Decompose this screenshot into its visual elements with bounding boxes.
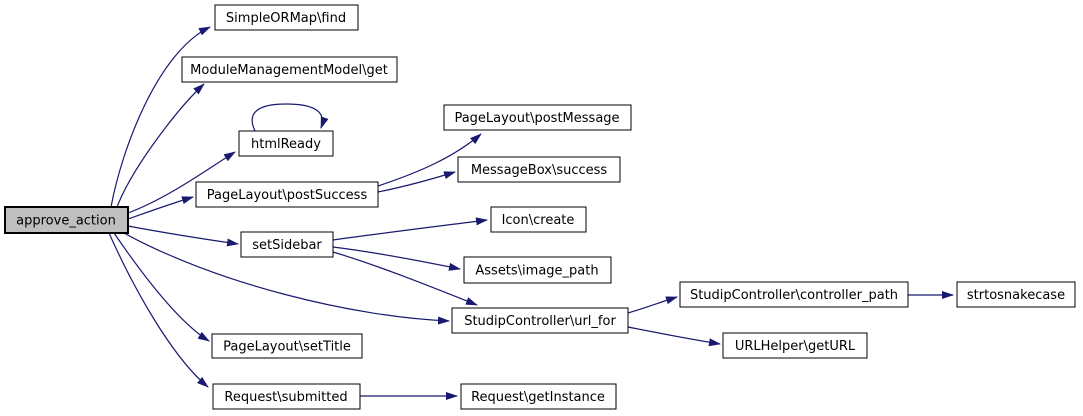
node-label: htmlReady: [251, 137, 321, 152]
node-box: [460, 383, 617, 410]
node-studipcontroller-controller-path[interactable]: StudipController\controller_path: [679, 281, 909, 308]
node-box: [457, 156, 621, 183]
node-label: PageLayout\postMessage: [454, 111, 619, 126]
edge-approve_action-to-Request-submitted: [108, 232, 209, 388]
edge-PageLayout-postSuccess-to-PageLayout-postMessage: [377, 133, 482, 187]
node-label: Assets\image_path: [475, 264, 598, 279]
node-label: MessageBox\success: [471, 163, 608, 178]
node-htmlready[interactable]: htmlReady: [238, 130, 334, 157]
node-label: Icon\create: [502, 213, 575, 228]
node-box: [181, 56, 398, 83]
node-label: Request\submitted: [224, 390, 347, 405]
edge-setSidebar-to-StudipController-url_for: [332, 251, 478, 306]
node-box: [451, 307, 629, 334]
edge-StudipController-url_for-to-StudipController-controller_path: [627, 296, 678, 314]
node-label: PageLayout\postSuccess: [207, 188, 368, 203]
node-box: [956, 281, 1076, 308]
edge-approve_action-to-setSidebar: [127, 225, 239, 247]
node-label: strtosnakecase: [967, 288, 1065, 303]
node-strtosnakecase[interactable]: strtosnakecase: [956, 281, 1076, 308]
node-pagelayout-postmessage[interactable]: PageLayout\postMessage: [443, 104, 632, 131]
node-box: [214, 4, 359, 31]
node-label: StudipController\controller_path: [690, 288, 898, 303]
edge-approve_action-to-StudipController-url_for: [123, 232, 450, 325]
node-box: [212, 383, 361, 410]
node-box: [679, 281, 909, 308]
node-label: ModuleManagementModel\get: [190, 63, 388, 78]
node-request-getinstance[interactable]: Request\getInstance: [460, 383, 617, 410]
edge-approve_action-to-SimpleORMap-find: [110, 26, 211, 208]
node-studipcontroller-url-for[interactable]: StudipController\url_for: [451, 307, 629, 334]
edges-layer: [108, 26, 954, 400]
node-pagelayout-postsuccess[interactable]: PageLayout\postSuccess: [195, 181, 379, 208]
edge-approve_action-to-PageLayout-postSuccess: [127, 196, 194, 220]
node-messagebox-success[interactable]: MessageBox\success: [457, 156, 621, 183]
node-box: [4, 206, 129, 234]
edge-StudipController-url_for-to-URLHelper-getURL: [627, 326, 721, 347]
node-label: PageLayout\setTitle: [223, 340, 351, 355]
node-icon-create[interactable]: Icon\create: [490, 206, 587, 233]
node-label: URLHelper\getURL: [735, 339, 856, 354]
node-box: [211, 333, 363, 359]
node-request-submitted[interactable]: Request\submitted: [212, 383, 361, 410]
node-urlhelper-geturl[interactable]: URLHelper\getURL: [722, 332, 868, 359]
node-label: SimpleORMap\find: [226, 11, 346, 26]
node-box: [195, 181, 379, 208]
edge-PageLayout-postSuccess-to-MessageBox-success: [377, 171, 456, 193]
node-label: StudipController\url_for: [464, 314, 616, 329]
node-label: setSidebar: [252, 238, 322, 253]
node-box: [722, 332, 868, 359]
node-approve-action[interactable]: approve_action: [4, 206, 129, 234]
node-assets-image-path[interactable]: Assets\image_path: [463, 256, 612, 284]
edge-approve_action-to-PageLayout-setTitle: [113, 232, 210, 342]
node-setsidebar[interactable]: setSidebar: [240, 231, 334, 258]
node-box: [463, 256, 612, 284]
node-label: approve_action: [16, 214, 116, 229]
node-pagelayout-settitle[interactable]: PageLayout\setTitle: [211, 333, 363, 359]
node-box: [443, 104, 632, 131]
node-modulemanagementmodel-get[interactable]: ModuleManagementModel\get: [181, 56, 398, 83]
node-box: [490, 206, 587, 233]
edge-setSidebar-to-Assets-image_path: [332, 246, 461, 271]
node-label: Request\getInstance: [471, 390, 605, 405]
nodes-layer: approve_action SimpleORMap\find ModuleMa…: [4, 4, 1076, 410]
node-box: [238, 130, 334, 157]
edge-approve_action-to-ModuleManagementModel-get: [116, 83, 205, 208]
node-box: [240, 231, 334, 258]
node-simpleormap-find[interactable]: SimpleORMap\find: [214, 4, 359, 31]
edge-htmlReady-self-loop: [251, 103, 329, 132]
edge-approve_action-to-htmlReady: [127, 151, 236, 214]
edge-setSidebar-to-Icon-create: [332, 217, 488, 241]
